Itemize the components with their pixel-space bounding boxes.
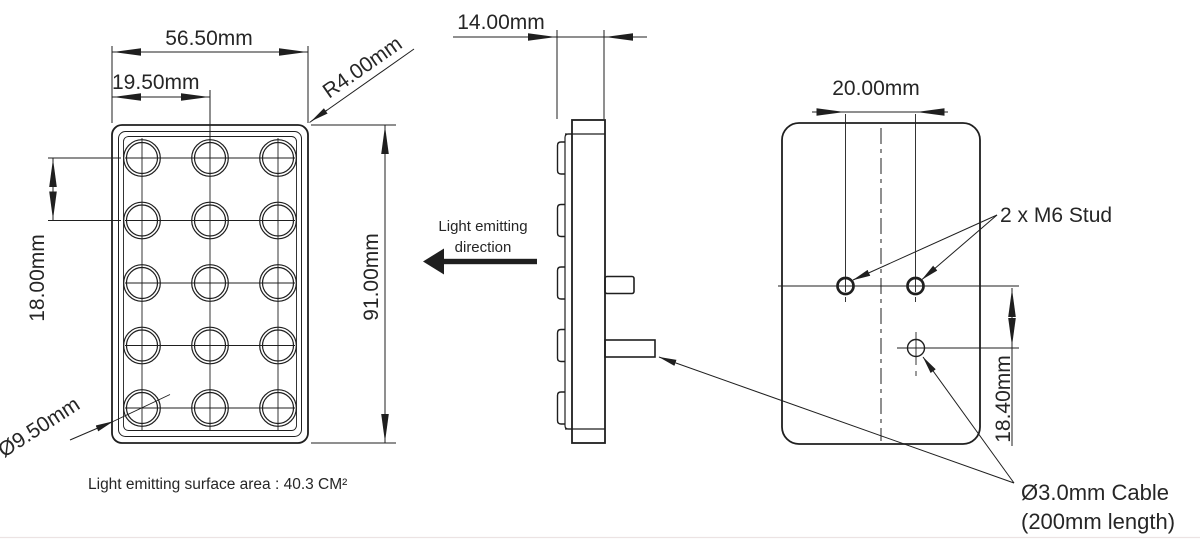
dimension-cable-offset: 18.40mm	[992, 288, 1016, 446]
side-stud-profile	[604, 275, 635, 295]
front-width-dimension-label: 56.50mm	[165, 27, 253, 50]
cable-hole	[897, 332, 1019, 376]
stud-hole-left	[836, 276, 855, 296]
cable-note-line1: Ø3.0mm Cable	[1021, 480, 1169, 505]
front-height-dimension-label: 91.00mm	[360, 233, 383, 321]
side-thickness-label: 14.00mm	[457, 11, 545, 34]
back-view: 20.00mm 2 x M6 Stud 18.40mm Ø3.0mm Ca	[658, 77, 1175, 534]
cable-note-line2: (200mm length)	[1021, 509, 1175, 534]
dimension-height: 91.00mm	[311, 124, 396, 444]
back-body-outline	[781, 122, 981, 445]
cable-offset-label: 18.40mm	[992, 355, 1015, 443]
light-direction-callout: Light emitting direction	[423, 218, 537, 275]
surface-area-note: Light emitting surface area : 40.3 CM²	[88, 476, 347, 493]
cable-callout: Ø3.0mm Cable (200mm length)	[658, 356, 1175, 534]
front-led-pitch-h-label: 19.50mm	[112, 71, 200, 94]
side-lens-plate-edge	[564, 133, 572, 430]
dimension-led-pitch-vertical: 18.00mm	[26, 157, 121, 322]
light-direction-label-line1: Light emitting	[438, 218, 527, 235]
dimension-led-pitch-horizontal: 19.50mm	[112, 71, 211, 157]
led-grid-centerlines	[125, 138, 295, 430]
dimension-thickness: 14.00mm	[453, 11, 647, 119]
dimension-width: 56.50mm	[111, 27, 309, 123]
light-direction-arrow-shaft	[443, 258, 537, 265]
stud-callout: 2 x M6 Stud	[852, 204, 1112, 281]
side-view: 14.00mm Light emitting direction	[423, 11, 656, 444]
stud-hole-right	[906, 276, 925, 296]
back-stud-spacing-label: 20.00mm	[832, 77, 920, 100]
dimension-stud-spacing: 20.00mm	[812, 77, 948, 302]
front-led-pitch-v-label: 18.00mm	[26, 234, 49, 322]
stud-note-label: 2 x M6 Stud	[1000, 204, 1112, 227]
light-direction-label-line2: direction	[455, 239, 512, 256]
light-direction-arrow-icon	[423, 248, 444, 275]
side-cable-profile	[604, 339, 656, 358]
